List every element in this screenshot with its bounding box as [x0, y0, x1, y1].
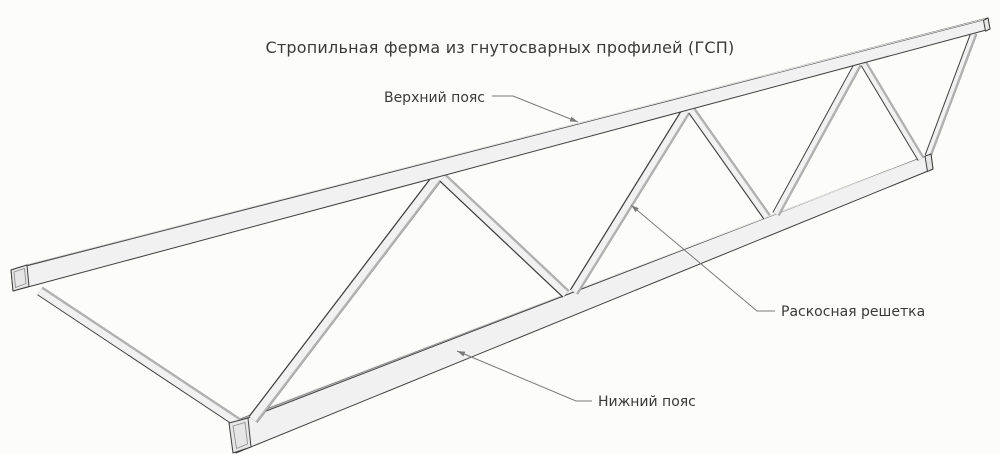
leader-top-chord — [492, 95, 579, 123]
label-lattice: Раскосная решетка — [781, 304, 926, 320]
top-chord-left-cap-inner — [13, 267, 27, 289]
diagonal-member — [688, 108, 771, 220]
diagonal-lattice — [37, 31, 978, 429]
diagonal-member — [569, 108, 691, 295]
leader-bottom-chord — [456, 350, 592, 402]
diagonal-member — [772, 62, 862, 216]
label-bottom-chord: Нижний пояс — [598, 394, 696, 410]
leader-lines — [456, 95, 775, 402]
diagonal-member — [37, 286, 243, 429]
bottom-chord-left-cap — [228, 417, 252, 454]
top-chord-left-cap — [10, 264, 30, 292]
diagonal-member — [439, 174, 570, 298]
diagonal-member — [860, 62, 925, 161]
top-chord-body — [10, 17, 991, 292]
bottom-chord-left-cap-inner — [232, 421, 248, 450]
top-chord-highlight — [14, 18, 987, 268]
diagram-title: Стропильная ферма из гнутосварных профил… — [265, 38, 735, 57]
top-chord-right-cap — [983, 17, 991, 32]
diagonal-member — [248, 174, 442, 423]
leader-lattice — [630, 204, 775, 312]
label-top-chord: Верхний пояс — [383, 90, 485, 106]
bottom-chord-end-caps — [228, 153, 934, 454]
top-chord — [10, 17, 991, 292]
diagonal-member — [924, 31, 978, 158]
bottom-chord-right-cap — [924, 153, 934, 172]
